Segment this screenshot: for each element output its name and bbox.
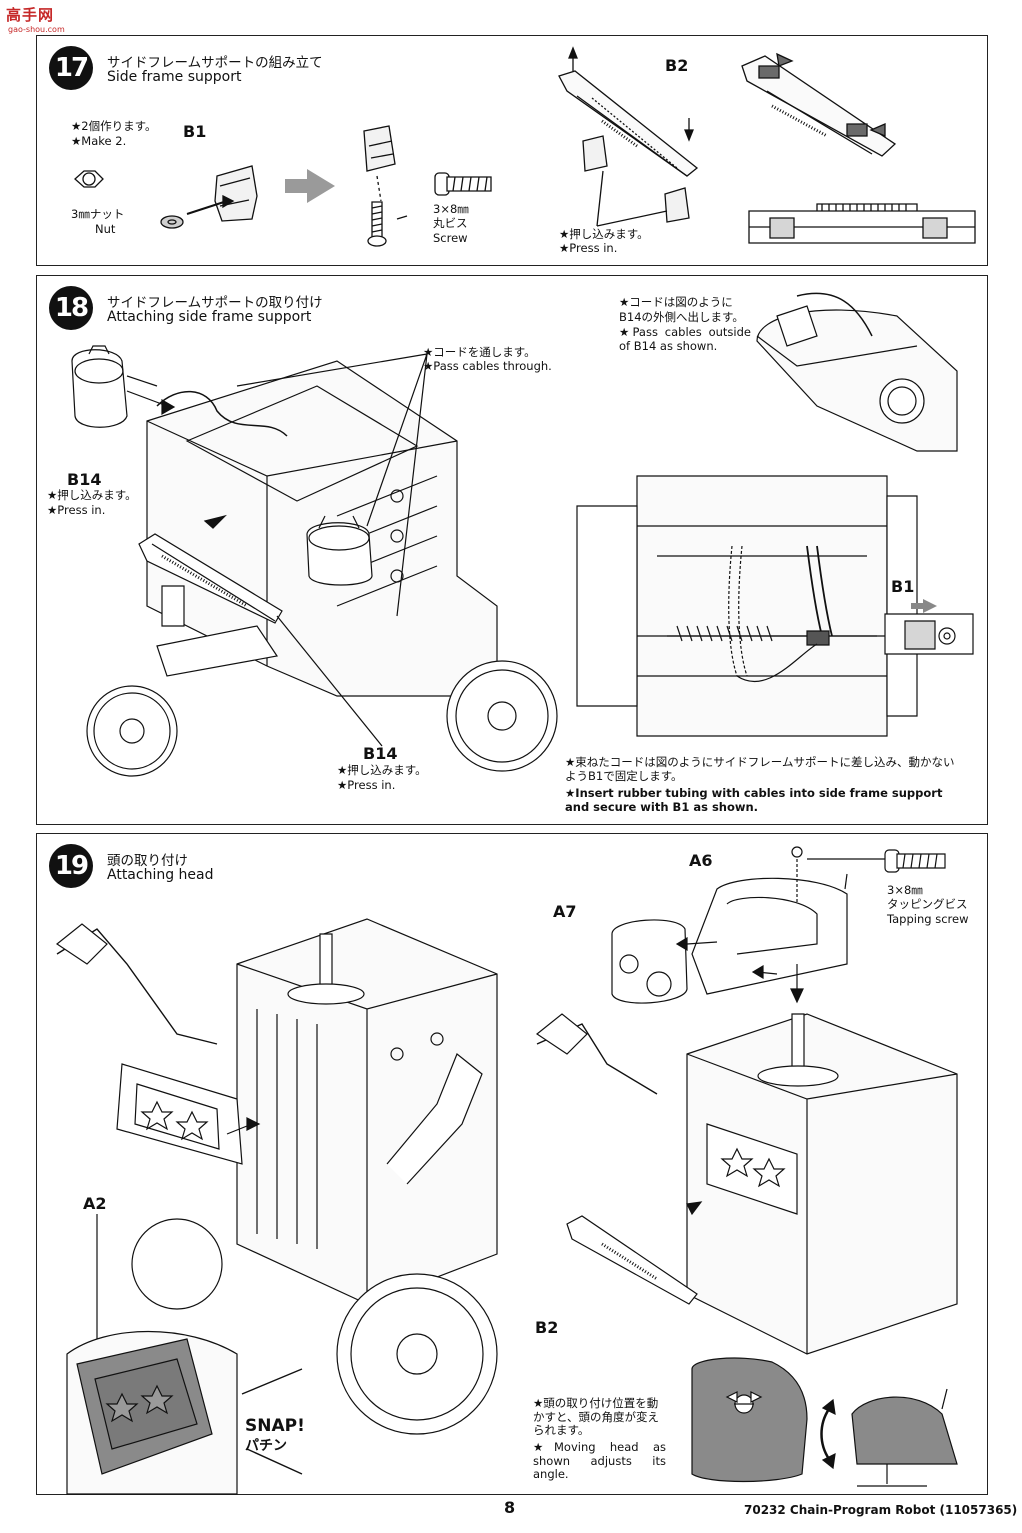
make-two-note-jp: ★2個作ります。 [71,119,157,133]
head-angle-note-en: ★Moving head as shown adjusts its angle. [533,1440,666,1481]
part-label-b14-top: B14 [67,470,102,489]
step-17-panel: 17 サイドフレームサポートの組み立て Side frame support ★… [36,35,988,266]
press-in-note-jp: ★押し込みます。 [337,763,427,777]
pass-cables-note-en: ★Pass cables through. [423,359,552,373]
tapping-screw-jp: タッピングビス [887,897,968,911]
part-label-a2: A2 [83,1194,107,1213]
watermark-logo: 高手网 gao-shou.com [6,4,76,36]
snap-label-en: SNAP! [245,1416,305,1436]
watermark-main: 高手网 [6,6,55,24]
screw-size: 3×8㎜ [433,202,469,216]
part-label-a6: A6 [689,851,713,870]
press-in-note-jp: ★押し込みます。 [559,227,649,241]
part-label-b2: B2 [535,1318,559,1337]
page-number: 8 [504,1498,516,1517]
nut-label-en: Nut [95,222,116,236]
step-19-illustration [37,834,989,1496]
step-number-badge: 18 [49,286,93,330]
screw-label-en: Screw [433,231,468,245]
rubber-tubing-note-jp: ★束ねたコードは図のようにサイドフレームサポートに差し込み、動かないようB1で固… [565,755,955,783]
step-title-en: Attaching side frame support [107,309,312,325]
part-label-b1: B1 [183,122,207,141]
step-title-jp: 頭の取り付け [107,853,188,869]
press-in-note-en: ★Press in. [559,241,618,255]
step-title-en: Attaching head [107,867,214,883]
pass-cables-note-jp: ★コードを通します。 [423,345,536,359]
part-label-b14-bottom: B14 [363,744,398,763]
snap-label-jp: パチン [245,1438,287,1454]
nut-label-jp: 3㎜ナット [71,207,125,221]
press-in-note-jp: ★押し込みます。 [47,488,137,502]
cables-outside-note-jp-2: B14の外側へ出します。 [619,310,744,324]
press-in-note-en: ★Press in. [337,778,396,792]
step-19-panel: 19 頭の取り付け Attaching head A6 A7 A2 B2 3×8… [36,833,988,1495]
head-angle-note-jp: ★頭の取り付け位置を動かすと、頭の角度が変えられます。 [533,1396,660,1437]
step-18-illustration [37,276,989,826]
step-title-jp: サイドフレームサポートの取り付け [107,295,323,311]
press-in-note-en: ★Press in. [47,503,106,517]
step-title-en: Side frame support [107,69,242,85]
step-title-jp: サイドフレームサポートの組み立て [107,55,323,71]
part-label-b2: B2 [665,56,689,75]
watermark-sub: gao-shou.com [8,25,65,34]
step-number-badge: 19 [49,844,93,888]
screw-label-jp: 丸ビス [433,216,468,230]
cables-outside-note-en: ★Pass cables outside of B14 as shown. [619,325,751,353]
rubber-tubing-note-en: ★Insert rubber tubing with cables into s… [565,786,943,814]
make-two-note-en: ★Make 2. [71,134,127,148]
step-18-panel: 18 サイドフレームサポートの取り付け Attaching side frame… [36,275,988,825]
part-label-a7: A7 [553,902,577,921]
step-17-illustration [37,36,989,267]
cables-outside-note-jp-1: ★コードは図のように [619,295,733,309]
part-label-b1: B1 [891,577,915,596]
tapping-screw-size: 3×8㎜ [887,883,923,897]
tapping-screw-en: Tapping screw [887,912,969,926]
step-number-badge: 17 [49,46,93,90]
product-code: 70232 Chain-Program Robot (11057365) [744,1503,1018,1517]
